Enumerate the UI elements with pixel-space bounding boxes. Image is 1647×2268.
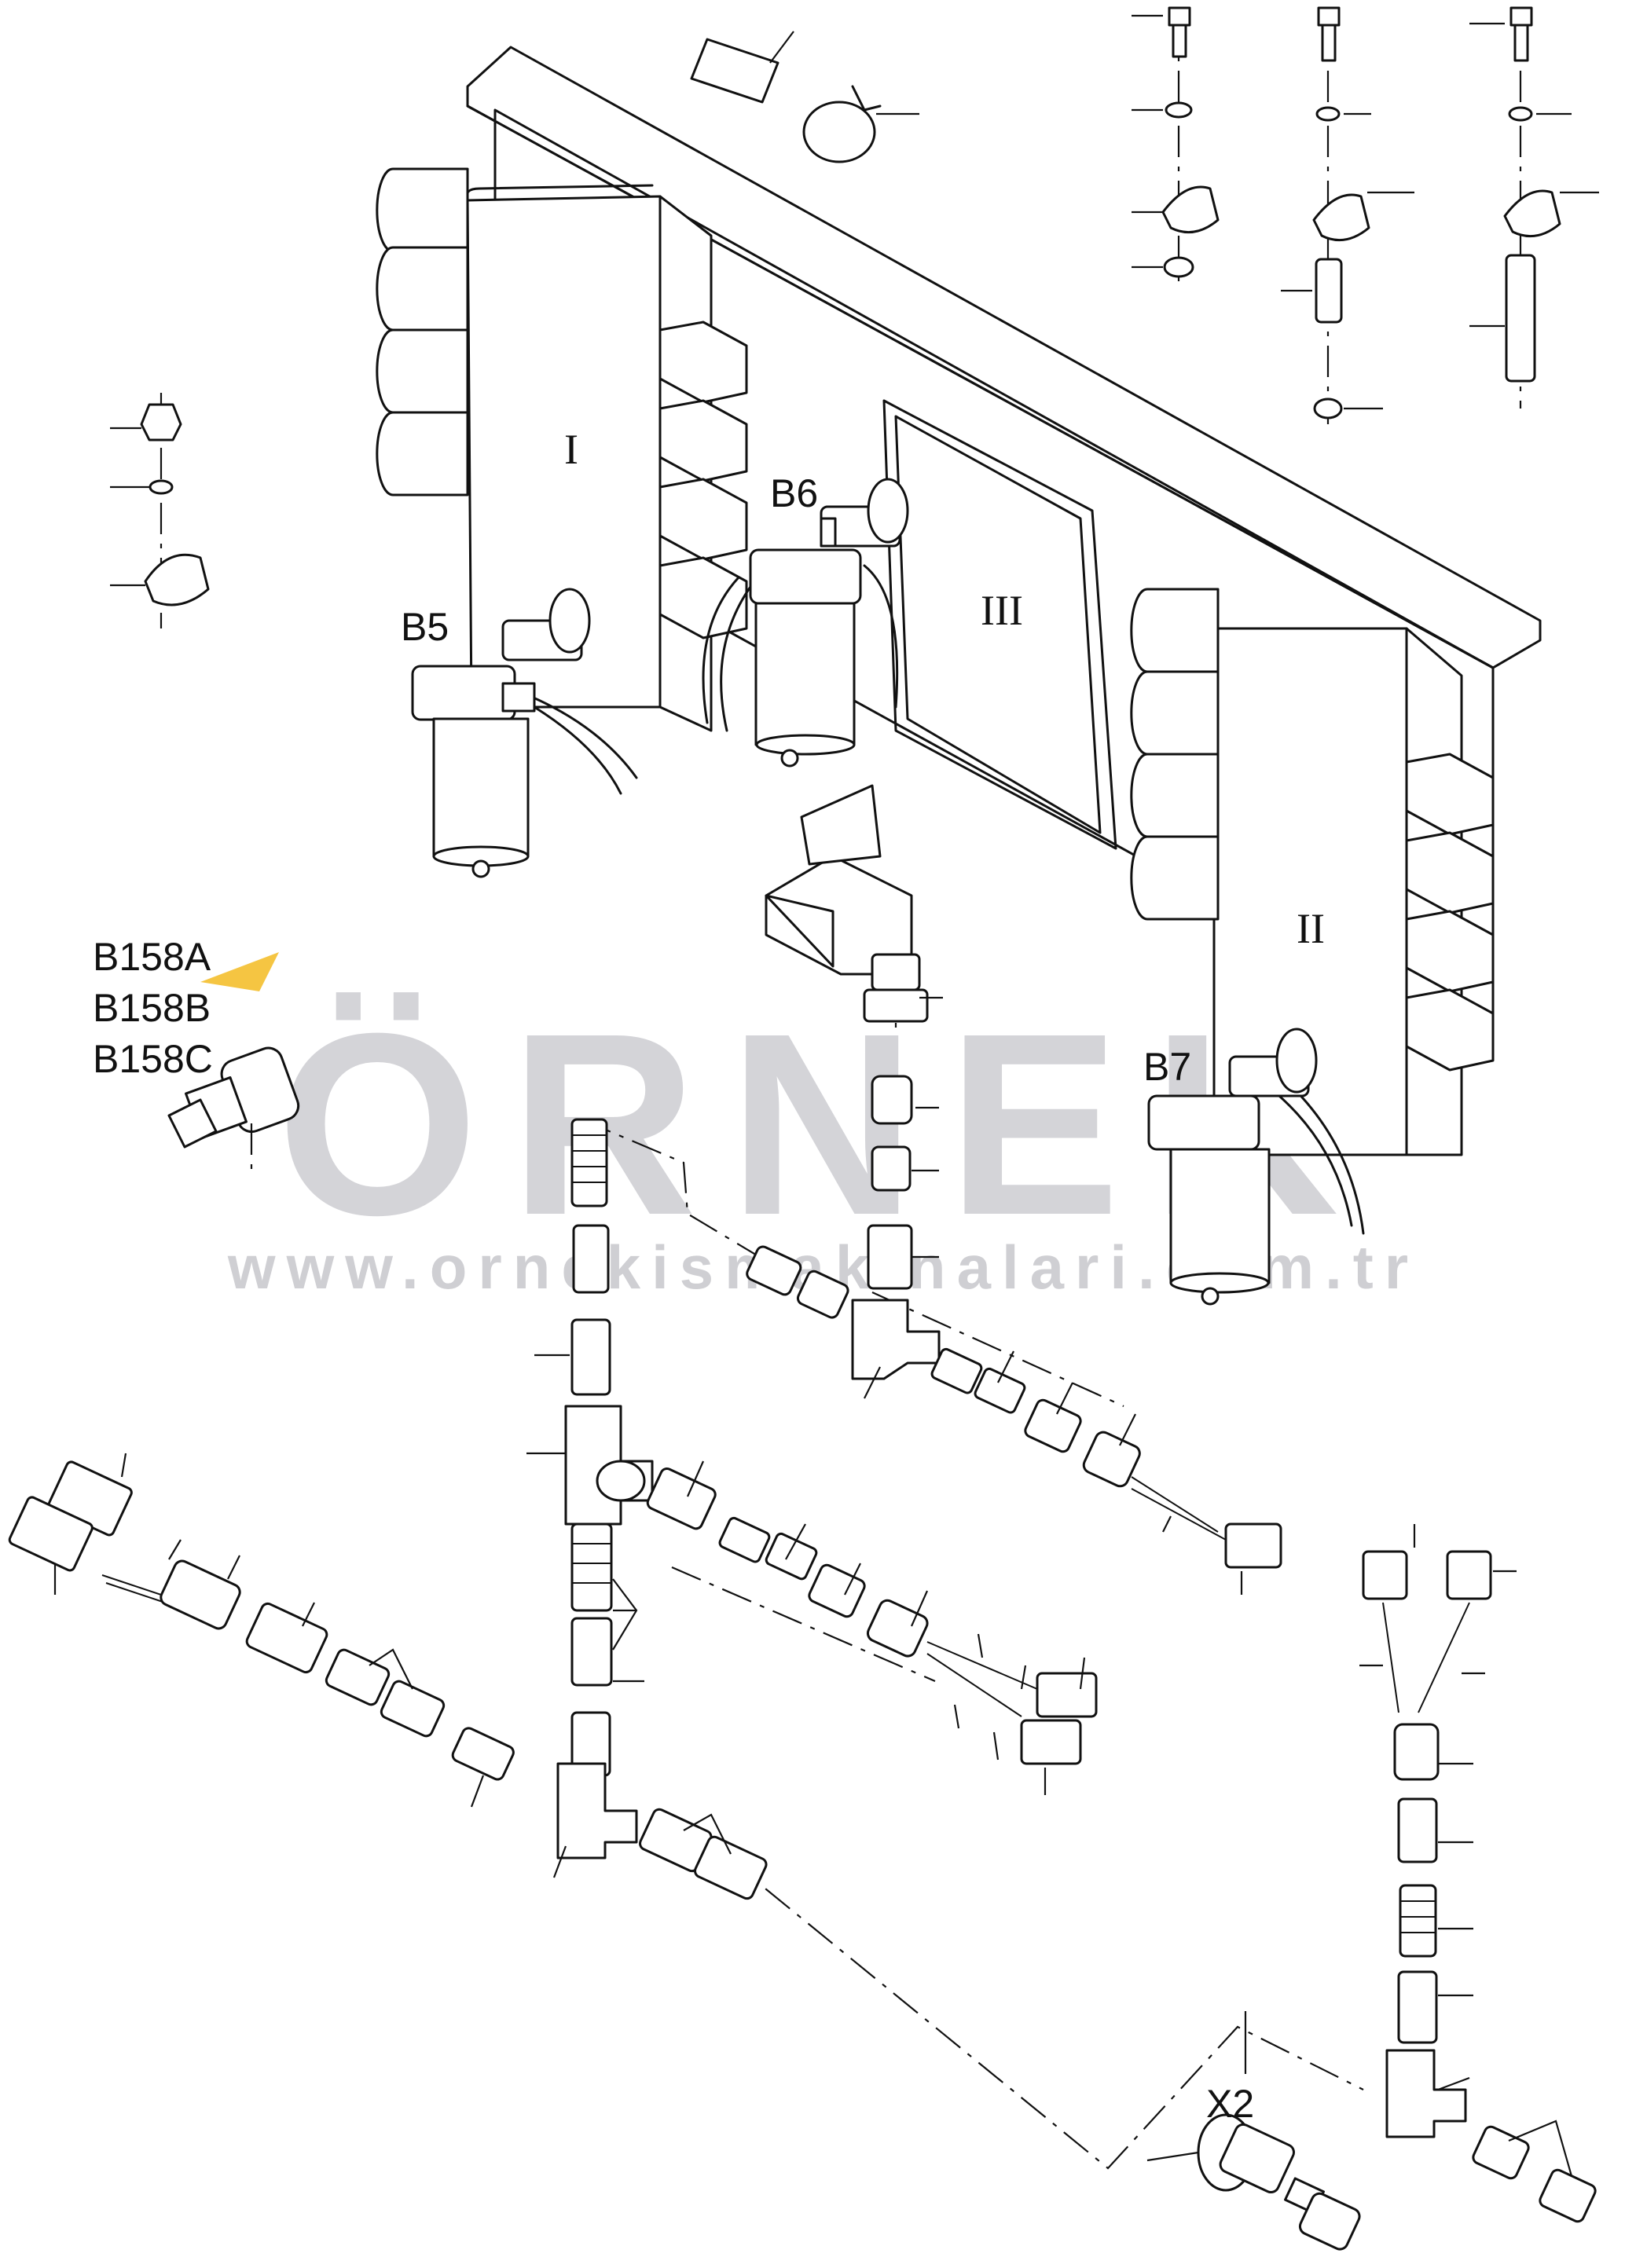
label-b7: B7 [1143,1045,1191,1089]
conduit-vertical-main [526,1118,654,1859]
wiring-harness: X2 [8,953,1597,2251]
section-label-i: I [564,426,578,473]
label-b158a: B158A [93,935,211,979]
branch-middle [646,1460,1098,1795]
bolt-stack-1 [1132,6,1220,283]
section-label-ii: II [1297,905,1325,952]
bolt-stack-2 [1281,6,1414,424]
filter-b5: B5 [401,588,638,878]
tape [690,38,779,104]
valve-section-i: I [376,167,748,732]
cable-tie [802,101,876,163]
branch-upper [746,953,1282,1595]
valve-section-ii: II [1130,588,1495,1156]
filter-b7: B7 [1143,1028,1365,1306]
label-x2: X2 [1206,2082,1254,2126]
sensor-b158: B158A B158B B158C [93,935,300,1171]
label-b6: B6 [770,471,818,515]
bolt-stack-3 [1469,6,1599,409]
section-label-iii: III [981,587,1023,634]
branch-left [8,1453,768,1900]
watermark-accent [200,952,279,991]
filter-b6: B6 [702,471,909,768]
label-b158b: B158B [93,986,211,1030]
bolt-stack-left [110,393,210,628]
valve-block: I II III [376,46,1542,1156]
label-b158c: B158C [93,1037,213,1081]
label-b5: B5 [401,605,449,649]
branch-right [1359,1524,1597,2223]
connector-x2: X2 [1146,2011,1361,2251]
hardware-top [110,6,1599,628]
